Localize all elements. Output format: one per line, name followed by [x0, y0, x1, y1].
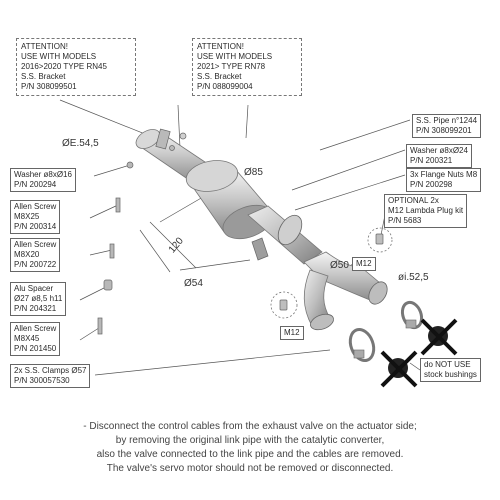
dim-pipe: Ø54 [184, 278, 203, 289]
label-allen-m8x25: Allen Screw M8X25 P/N 200314 [10, 200, 61, 234]
label-line: P/N 5683 [388, 216, 422, 225]
attention-box-rn45: ATTENTION! USE WITH MODELS 2016>2020 TYP… [16, 38, 136, 96]
label-line: P/N 308099201 [416, 126, 472, 135]
clamp-left [348, 328, 376, 362]
footer-line: - Disconnect the control cables from the… [83, 421, 417, 432]
label-line: Washer ø8xØ16 [14, 170, 72, 179]
lambda-plugs [279, 233, 384, 311]
label-line: Ø27 ø8,5 h11 [14, 294, 63, 303]
clamp-right [400, 300, 424, 330]
label-line: M8X20 [14, 250, 40, 259]
label-line: S.S. Pipe n°1244 [416, 116, 478, 125]
footer-line: by removing the original link pipe with … [115, 435, 385, 446]
dim-branch: Ø50 [330, 260, 349, 271]
attention-line: USE WITH MODELS [197, 52, 273, 61]
attention-box-rn78: ATTENTION! USE WITH MODELS 2021> TYPE RN… [192, 38, 302, 96]
label-clamps: 2x S.S. Clamps Ø57 P/N 300057530 [10, 364, 91, 388]
label-line: Washer ø8xØ24 [410, 146, 468, 155]
footer-line: also the valve connected to the link pip… [96, 449, 404, 460]
label-line: P/N 200298 [410, 180, 453, 189]
label-line: Allen Screw [14, 202, 57, 211]
label-line: 2x S.S. Clamps Ø57 [14, 366, 87, 375]
label-ss-pipe: S.S. Pipe n°1244 P/N 308099201 [412, 114, 482, 138]
dimension-120 [149, 221, 197, 269]
label-washer-8x24: Washer ø8xØ24 P/N 200321 [406, 144, 472, 168]
label-line: OPTIONAL 2x [388, 196, 439, 205]
dim-m12-right: M12 [352, 257, 376, 271]
label-line: M12 Lambda Plug kit [388, 206, 464, 215]
label-line: P/N 200294 [14, 180, 57, 189]
attention-line: 2021> TYPE RN78 [197, 62, 266, 71]
attention-line: ATTENTION! [197, 42, 244, 51]
attention-line: P/N 088099004 [197, 82, 253, 91]
label-line: P/N 200321 [410, 156, 453, 165]
label-no-stock-bushings: do NOT USE stock bushings [420, 358, 481, 382]
label-lambda-kit: OPTIONAL 2x M12 Lambda Plug kit P/N 5683 [384, 194, 468, 228]
label-washer-8x16: Washer ø8xØ16 P/N 200294 [10, 168, 76, 192]
label-allen-m8x20: Allen Screw M8X20 P/N 200722 [10, 238, 61, 272]
attention-line: P/N 308099501 [21, 82, 77, 91]
label-line: P/N 200314 [14, 222, 57, 231]
attention-line: 2016>2020 TYPE RN45 [21, 62, 107, 71]
footer-note: - Disconnect the control cables from the… [0, 420, 500, 476]
label-line: P/N 200722 [14, 260, 57, 269]
label-line: 3x Flange Nuts M8 [410, 170, 478, 179]
label-line: Allen Screw [14, 324, 57, 333]
attention-line: S.S. Bracket [21, 72, 66, 81]
label-line: Alu Spacer [14, 284, 54, 293]
label-line: P/N 204321 [14, 304, 57, 313]
label-line: M8X45 [14, 334, 40, 343]
bracket [155, 128, 187, 151]
attention-line: USE WITH MODELS [21, 52, 97, 61]
label-line: M8X25 [14, 212, 40, 221]
left-hardware [97, 161, 134, 335]
label-allen-m8x45: Allen Screw M8X45 P/N 201450 [10, 322, 61, 356]
label-line: Allen Screw [14, 240, 57, 249]
label-flange-nuts: 3x Flange Nuts M8 P/N 200298 [406, 168, 482, 192]
dim-m12-left: M12 [280, 326, 304, 340]
attention-line: S.S. Bracket [197, 72, 242, 81]
footer-line: The valve's servo motor should not be re… [106, 463, 394, 474]
lambda-plug-circles [270, 227, 393, 319]
attention-line: ATTENTION! [21, 42, 68, 51]
stock-bushing-right [420, 318, 458, 356]
label-line: do NOT USE [424, 360, 471, 369]
label-alu-spacer: Alu Spacer Ø27 ø8,5 h11 P/N 204321 [10, 282, 67, 316]
label-line: P/N 300057530 [14, 376, 70, 385]
catalyst-body [185, 160, 274, 240]
dim-outlet: øi.52,5 [398, 272, 429, 283]
y-pipe [303, 251, 388, 331]
stock-bushing-left [380, 350, 418, 388]
flange [277, 214, 303, 246]
dim-inlet: ØE.54,5 [62, 138, 99, 149]
label-line: P/N 201450 [14, 344, 57, 353]
label-line: stock bushings [424, 370, 477, 379]
dim-body: Ø85 [244, 167, 263, 178]
